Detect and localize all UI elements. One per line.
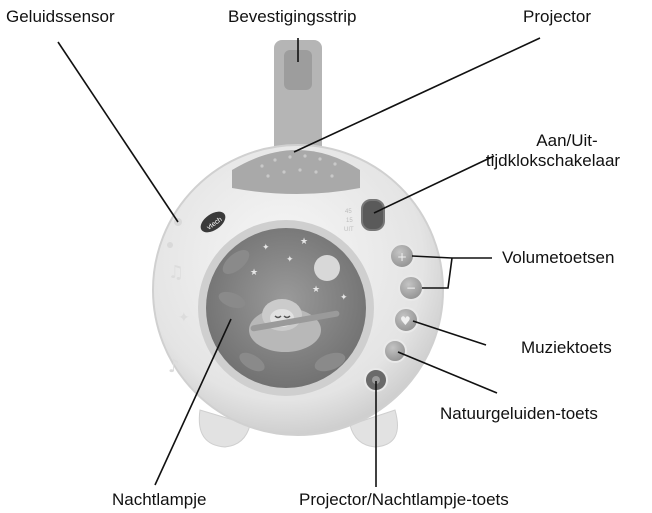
music-button[interactable]: ♥	[394, 308, 418, 332]
timer-mark-off: UIT	[344, 227, 354, 233]
label-timer-switch-line1: Aan/Uit-	[468, 131, 638, 151]
label-volume-buttons: Volumetoetsen	[502, 248, 614, 268]
svg-text:✦: ✦	[178, 310, 190, 326]
svg-text:♪: ♪	[168, 356, 180, 377]
label-night-light: Nachtlampje	[112, 490, 207, 510]
svg-text:★: ★	[250, 268, 258, 278]
nature-sounds-button[interactable]	[384, 340, 406, 362]
label-nature-sounds-button: Natuurgeluiden-toets	[440, 404, 598, 424]
label-sound-sensor: Geluidssensor	[6, 7, 115, 27]
timer-mark-15: 15	[346, 218, 353, 224]
label-mounting-strap: Bevestigingsstrip	[228, 7, 357, 27]
svg-text:✦: ✦	[340, 293, 348, 303]
svg-text:✦: ✦	[262, 243, 270, 253]
label-music-button: Muziektoets	[521, 338, 612, 358]
label-projector: Projector	[523, 7, 591, 27]
svg-text:♫: ♫	[168, 262, 184, 283]
svg-text:♥: ♥	[400, 314, 411, 328]
label-projector-night-light-button: Projector/Nachtlampje-toets	[299, 490, 509, 510]
svg-text:★: ★	[312, 285, 320, 295]
svg-text:+: +	[397, 250, 407, 264]
svg-text:✦: ✦	[286, 255, 294, 265]
svg-text:★: ★	[300, 237, 308, 247]
timer-mark-45: 45	[345, 209, 352, 215]
svg-text:−: −	[406, 281, 416, 295]
volume-up-button[interactable]: +	[390, 244, 414, 268]
label-timer-switch: Aan/Uit- tijdklokschakelaar	[468, 131, 638, 171]
night-light: ✦ ★ ✦ ★ ✦ ★	[198, 220, 374, 396]
callout-sound-sensor	[58, 42, 178, 222]
volume-down-button[interactable]: −	[399, 276, 423, 300]
timer-switch[interactable]	[362, 200, 384, 230]
label-timer-switch-line2: tijdklokschakelaar	[468, 151, 638, 171]
